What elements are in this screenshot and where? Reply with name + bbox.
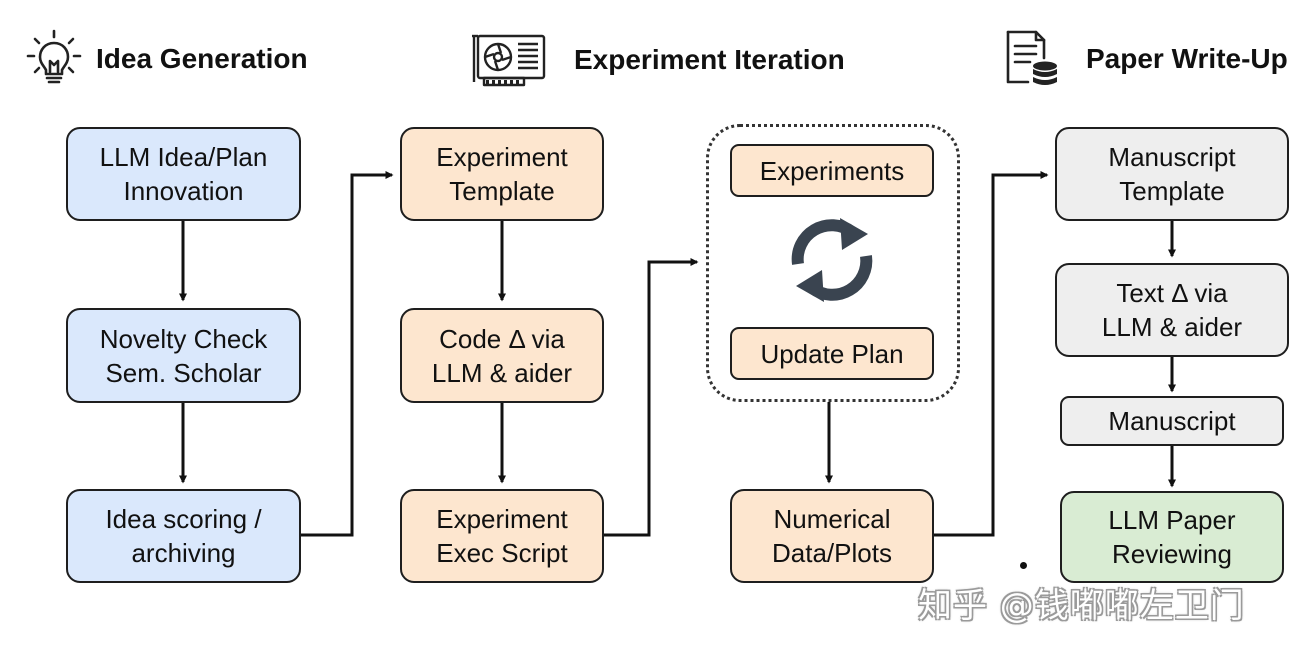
llm-paper-reviewing-box: LLM Paper Reviewing xyxy=(1060,491,1284,583)
header-experiment-iteration: Experiment Iteration xyxy=(470,30,845,90)
paper-write-up-title: Paper Write-Up xyxy=(1086,43,1288,74)
lightbulb-icon xyxy=(26,28,82,90)
watermark-text: 知乎 @钱嘟嘟左卫门 xyxy=(918,586,1245,626)
document-database-icon xyxy=(1002,28,1062,90)
experiments-box: Experiments xyxy=(730,144,934,197)
experiment-loop-group xyxy=(706,124,960,402)
llm-idea-plan-box: LLM Idea/Plan Innovation xyxy=(66,127,301,221)
code-delta-box: Code Δ via LLM & aider xyxy=(400,308,604,403)
manuscript-box: Manuscript xyxy=(1060,396,1284,446)
experiment-template-box: Experiment Template xyxy=(400,127,604,221)
refresh-cycle-icon xyxy=(780,212,884,313)
novelty-check-box: Novelty Check Sem. Scholar xyxy=(66,308,301,403)
update-plan-box: Update Plan xyxy=(730,327,934,380)
stray-dot xyxy=(1020,562,1027,569)
numerical-data-plots-box: Numerical Data/Plots xyxy=(730,489,934,583)
experiment-exec-script-box: Experiment Exec Script xyxy=(400,489,604,583)
arrow-scoring-to-template xyxy=(301,171,394,537)
header-paper-write-up: Paper Write-Up xyxy=(1002,28,1288,90)
arrow-numerical-to-manuscript-template xyxy=(934,171,1049,537)
arrow-exec-to-loop xyxy=(603,258,699,537)
experiment-iteration-title: Experiment Iteration xyxy=(574,44,845,75)
text-delta-box: Text Δ via LLM & aider xyxy=(1055,263,1289,357)
gpu-card-icon xyxy=(470,30,550,90)
idea-generation-title: Idea Generation xyxy=(96,43,308,74)
manuscript-template-box: Manuscript Template xyxy=(1055,127,1289,221)
header-idea-generation: Idea Generation xyxy=(26,28,308,90)
idea-scoring-box: Idea scoring / archiving xyxy=(66,489,301,583)
